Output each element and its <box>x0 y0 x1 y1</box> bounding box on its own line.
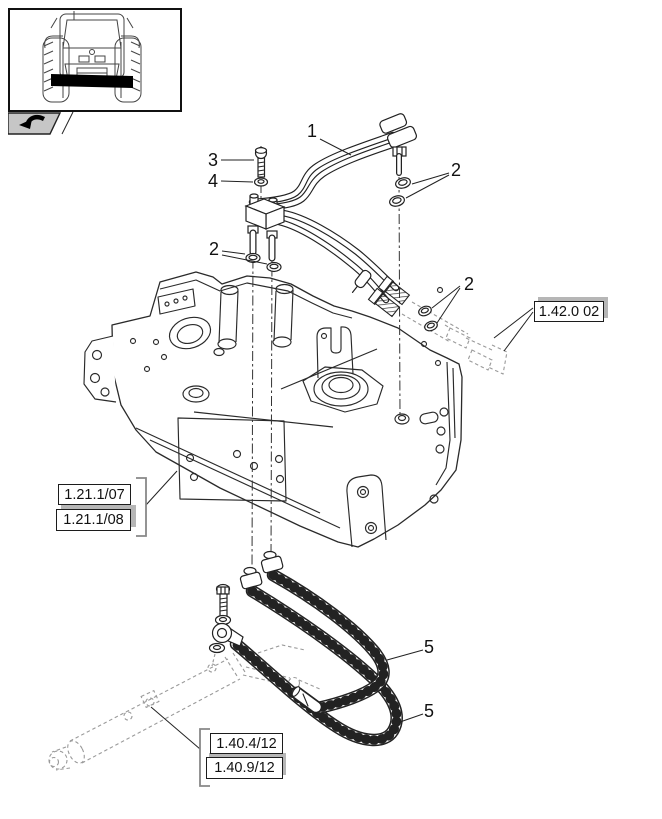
ref-box-1-40-4-12[interactable]: 1.40.4/12 <box>210 733 283 754</box>
leader-lines <box>61 111 534 750</box>
ref-box-1-21-1-08[interactable]: 1.21.1/08 <box>56 509 131 531</box>
washer <box>253 177 269 187</box>
pipe-assembly <box>244 113 417 318</box>
flexible-hoses <box>229 550 403 747</box>
callout-2-right: 2 <box>450 160 462 180</box>
callout-1: 1 <box>306 121 318 141</box>
callout-4: 4 <box>207 171 219 191</box>
o-ring-pair-right <box>389 177 411 207</box>
ref-box-brackets <box>136 477 210 787</box>
callout-2-left: 2 <box>208 239 220 259</box>
banjo-bolt-assembly <box>208 583 244 667</box>
callout-2-lower: 2 <box>463 274 475 294</box>
pipe-clamp <box>351 269 372 293</box>
tractor-front-view-icon <box>42 11 142 103</box>
o-ring-pair-left <box>245 252 282 273</box>
callout-5-lower: 5 <box>423 701 435 721</box>
callout-3: 3 <box>207 150 219 170</box>
axle-housing <box>83 271 463 548</box>
ref-box-1-21-1-07[interactable]: 1.21.1/07 <box>58 484 131 505</box>
pipe-manifold <box>244 193 286 239</box>
o-ring-pair-lower <box>418 305 438 332</box>
elbow-fitting <box>379 113 417 157</box>
hose-fitting <box>239 550 284 590</box>
callout-5-upper: 5 <box>423 637 435 657</box>
pipe-end-fitting <box>367 275 411 318</box>
ref-box-1-40-9-12[interactable]: 1.40.9/12 <box>206 757 283 779</box>
page-ref-tab[interactable] <box>7 112 72 136</box>
ghost-steering-cylinder <box>48 644 323 771</box>
mount-bolt <box>254 146 268 178</box>
axle-highlight-bar <box>51 74 133 88</box>
return-arrow-icon <box>19 114 46 129</box>
ref-box-1-42-0-02[interactable]: 1.42.0 02 <box>534 301 604 322</box>
tractor-thumbnail[interactable] <box>8 8 182 112</box>
